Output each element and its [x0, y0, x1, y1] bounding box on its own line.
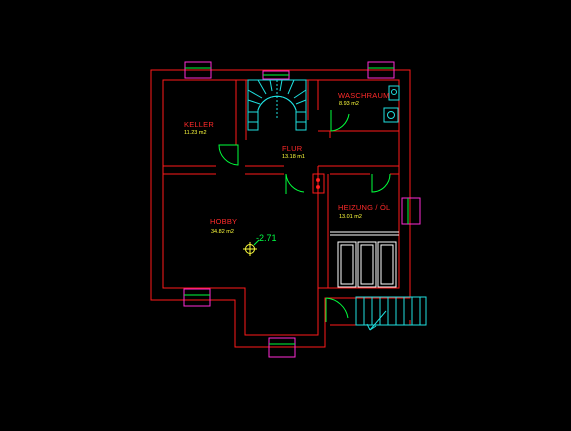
door-hobby — [285, 173, 305, 194]
keller-bottom-wall — [163, 165, 216, 175]
window-top-left — [184, 61, 212, 79]
flur-hobby-wall — [245, 165, 284, 175]
door-keller — [218, 144, 239, 166]
shaft — [312, 173, 325, 194]
waschraum-partition — [307, 80, 319, 120]
level-leader — [253, 239, 260, 246]
waschraum-bottom-wall — [318, 130, 399, 138]
keller-area: 11.23 m2 — [184, 130, 207, 136]
door-entrance — [325, 297, 349, 322]
doors — [218, 110, 391, 322]
keller-name: KELLER — [184, 120, 214, 129]
window-bottom-left — [183, 288, 211, 307]
crosshair-marker-icon — [243, 242, 257, 256]
shaft-fixture — [316, 178, 320, 189]
window-stair — [262, 70, 290, 80]
hobby-name: HOBBY — [210, 217, 238, 226]
hobby-area: 34.82 m2 — [211, 229, 234, 235]
oil-tanks — [330, 231, 399, 288]
flur-area: 13.18 m1 — [282, 154, 305, 160]
level-mark: -2.71 — [256, 233, 277, 243]
walls — [150, 69, 411, 348]
door-waschraum — [330, 110, 350, 132]
outer-wall — [150, 69, 411, 348]
flur-name: FLUR — [282, 144, 303, 153]
windows — [183, 61, 421, 358]
keller-partition — [235, 80, 247, 145]
waschraum-area: 8.93 m2 — [339, 101, 359, 107]
heizung-area: 13.01 m2 — [339, 214, 362, 220]
stair-spiral — [247, 79, 307, 131]
window-right — [401, 197, 421, 225]
heizung-name: HEIZUNG / ÖL — [338, 203, 391, 212]
toilet-icon — [388, 85, 400, 101]
window-top-right — [367, 61, 395, 79]
waschraum-name: WASCHRAUM — [338, 91, 390, 100]
heizung-left-wall — [317, 166, 329, 288]
stair-entrance — [355, 296, 427, 331]
sink-icon — [383, 107, 399, 123]
door-heizung — [371, 173, 391, 193]
window-bottom-mid — [268, 337, 296, 358]
inner-wall — [162, 79, 400, 336]
heizung-top-wall — [318, 165, 399, 175]
